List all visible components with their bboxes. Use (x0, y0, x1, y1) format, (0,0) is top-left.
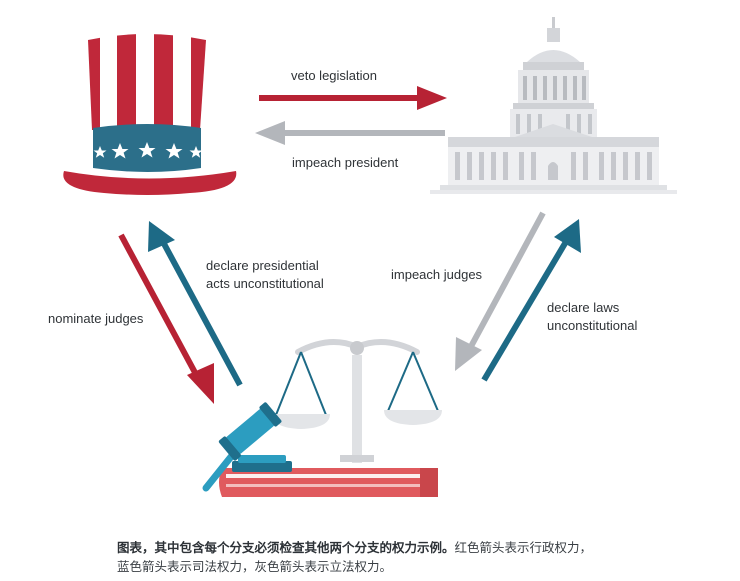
scales-of-justice-icon (272, 339, 442, 463)
impeach-judges-arrow (455, 211, 546, 371)
veto-legislation-label: veto legislation (291, 68, 377, 83)
impeach-president-arrow (255, 121, 445, 145)
declare-presidential-label-line2: acts unconstitutional (206, 276, 324, 291)
nominate-judges-arrow (118, 233, 214, 404)
caption-lead: 图表，其中包含每个分支必须检查其他两个分支的权力示例。 (117, 540, 455, 555)
gavel-icon (202, 402, 292, 492)
impeach-president-label: impeach president (292, 155, 399, 170)
caption-rest: 红色箭头表示行政权力，蓝色箭头表示司法权力，灰色箭头表示立法权力。 (117, 540, 593, 574)
declare-presidential-label-line1: declare presidential (206, 258, 319, 273)
declare-laws-unconstitutional-arrow (481, 219, 581, 382)
law-book-icon (219, 468, 438, 497)
nominate-judges-label: nominate judges (48, 311, 144, 326)
veto-legislation-arrow (259, 86, 447, 110)
figure-caption: 图表，其中包含每个分支必须检查其他两个分支的权力示例。红色箭头表示行政权力，蓝色… (117, 538, 597, 576)
capitol-building-icon (430, 17, 677, 194)
impeach-judges-label: impeach judges (391, 267, 483, 282)
checks-and-balances-diagram: veto legislation impeach president decla… (48, 17, 677, 497)
declare-laws-label-line2: unconstitutional (547, 318, 637, 333)
declare-laws-label-line1: declare laws (547, 300, 620, 315)
uncle-sam-hat-icon (63, 34, 237, 195)
declare-presidential-acts-arrow (148, 221, 243, 387)
